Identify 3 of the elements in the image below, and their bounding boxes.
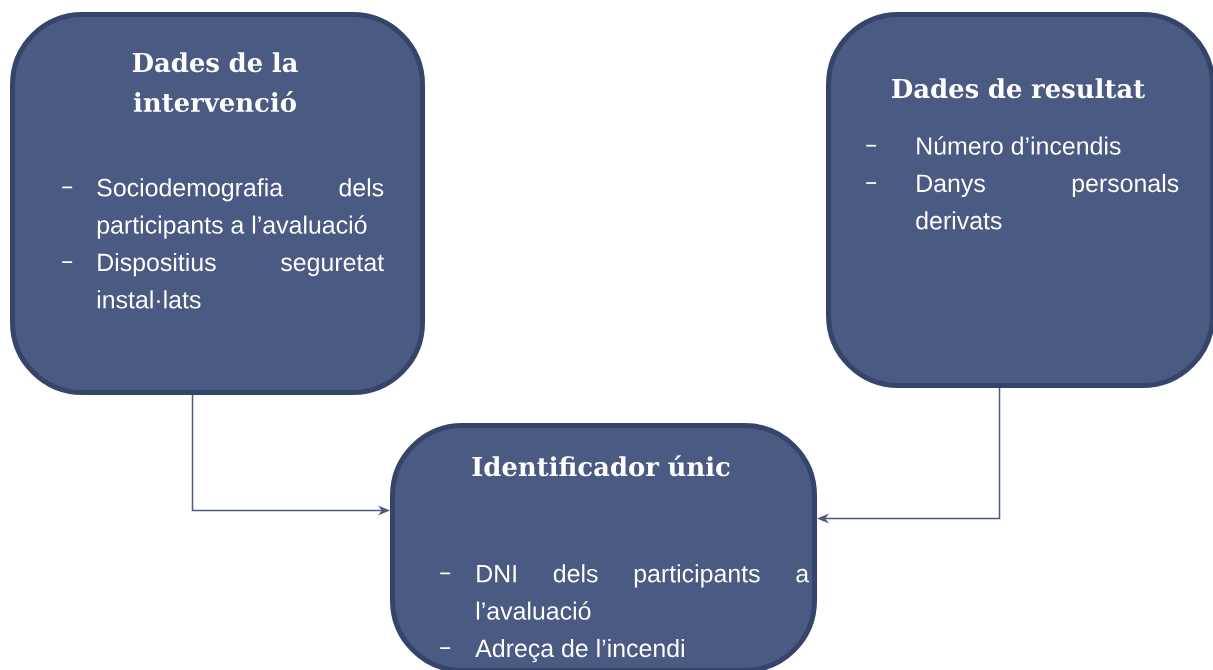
info-box: Dades de resultat Número d’incendis Danys personals derivats	[826, 12, 1213, 388]
info-box: Identificador únic DNI dels participants a l’avaluació Adreça de l’incendi	[390, 423, 817, 670]
info-box: Dades de la intervenció Sociodemografia dels participants a l’avaluació Dispositius seguretat instal·lats	[10, 12, 425, 395]
